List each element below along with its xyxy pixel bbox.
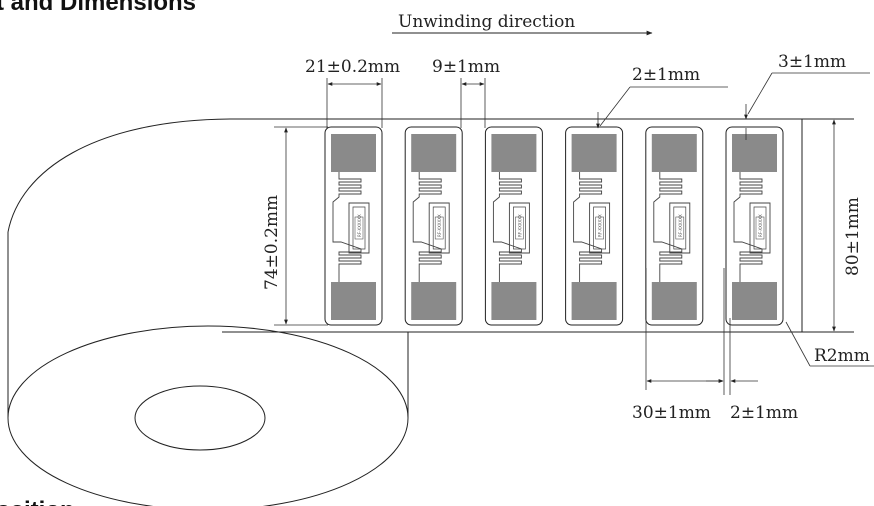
antenna-trace <box>653 172 683 282</box>
antenna-loop <box>428 202 450 254</box>
dim-label-width-text: 21±0.2mm <box>305 57 400 77</box>
unwinding-direction-label: Unwinding direction <box>398 12 575 32</box>
chip-text: RF-XXXXXX <box>357 214 362 237</box>
antenna-trace <box>332 172 362 282</box>
rfid-label: RF-XXXXXX <box>484 126 543 326</box>
rfid-chip <box>675 216 685 240</box>
dim-pitch-text: 30±1mm <box>632 403 711 423</box>
chip-text: RF-XXXXXX <box>758 214 763 237</box>
dim-corner-radius: R2mm <box>785 321 874 367</box>
rfid-chip <box>515 216 524 240</box>
antenna-trace <box>412 172 442 282</box>
chip-text: RF-XXXXXX <box>517 214 522 237</box>
antenna-loop <box>749 202 771 254</box>
dim-liner-width: 80±1mm <box>832 119 863 332</box>
antenna-pad-bottom <box>732 282 777 320</box>
antenna-pad-bottom <box>491 282 537 320</box>
section-heading-top: t and Dimensions <box>0 0 196 16</box>
antenna-loop <box>348 202 370 254</box>
label-roll <box>7 118 409 506</box>
antenna-pad-top <box>651 134 697 172</box>
dim-gap: 9±1mm <box>432 57 500 128</box>
rfid-label: RF-XXXXXX <box>565 126 624 326</box>
antenna-pad-bottom <box>411 282 457 320</box>
rfid-chip <box>434 216 444 240</box>
rfid-label: RF-XXXXXX <box>324 126 383 326</box>
antenna-pad-bottom <box>651 282 697 320</box>
liner-strip <box>222 118 854 333</box>
dim-right-margin: 3±1mm <box>744 52 870 140</box>
antenna-pad-bottom <box>571 282 617 320</box>
chip-text: RF-XXXXXX <box>598 214 603 237</box>
dim-top-margin: 2±1mm <box>596 65 728 129</box>
antenna-loop <box>508 202 530 254</box>
dim-label-width: 21±0.2mm <box>305 57 400 128</box>
dim-pitch: 30±1mm 2±1mm <box>632 268 798 423</box>
rfid-chip <box>755 216 765 240</box>
dim-edge-margin-text: 2±1mm <box>730 403 798 423</box>
antenna-pad-top <box>331 134 376 172</box>
chip-text: RF-XXXXXX <box>437 214 442 237</box>
chip-text: RF-XXXXXX <box>678 214 683 237</box>
antenna-loop <box>589 202 611 254</box>
dim-label-height: 74±0.2mm <box>262 126 328 326</box>
antenna-pad-top <box>571 134 617 172</box>
rfid-label: RF-XXXXXX <box>645 126 704 326</box>
antenna-trace <box>492 172 522 282</box>
rfid-chip <box>595 216 604 240</box>
dim-top-margin-text: 2±1mm <box>632 65 700 85</box>
antenna-pad-top <box>491 134 537 172</box>
rfid-chip <box>354 216 364 240</box>
antenna-pad-top <box>411 134 457 172</box>
rfid-labels: RF-XXXXXX RF-XXXXXX RF-XXXXXX RF-XXXXXX RF-X… <box>324 126 784 326</box>
dim-liner-width-text: 80±1mm <box>843 197 863 276</box>
antenna-trace <box>733 172 763 282</box>
rfid-label: RF-XXXXXX <box>725 126 784 326</box>
antenna-pad-top <box>732 134 777 172</box>
dim-label-height-text: 74±0.2mm <box>262 195 282 290</box>
antenna-pad-bottom <box>331 282 376 320</box>
dim-corner-radius-text: R2mm <box>814 346 870 366</box>
rfid-label: RF-XXXXXX <box>404 126 463 326</box>
dim-right-margin-text: 3±1mm <box>778 52 846 72</box>
antenna-trace <box>573 172 603 282</box>
dim-gap-text: 9±1mm <box>432 57 500 77</box>
section-heading-bottom: osition <box>0 497 75 506</box>
antenna-loop <box>669 202 691 254</box>
